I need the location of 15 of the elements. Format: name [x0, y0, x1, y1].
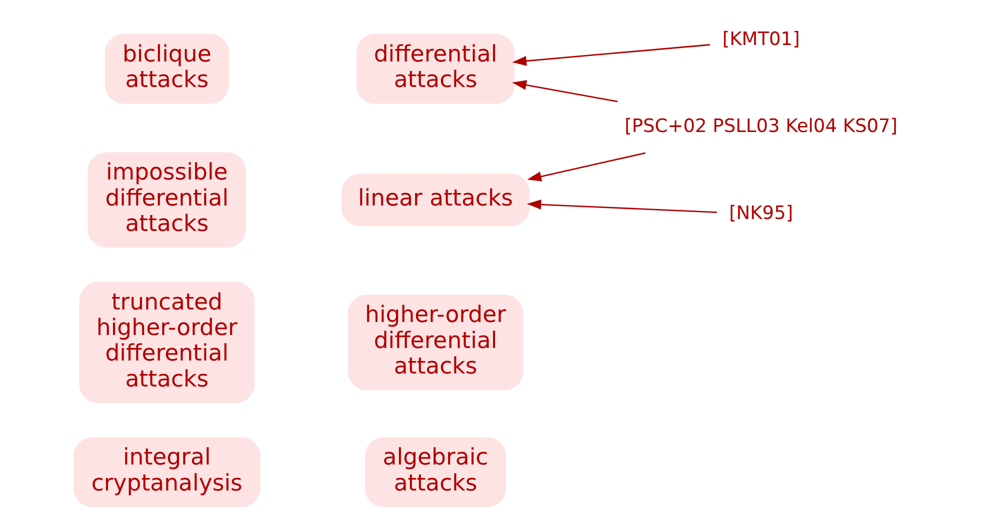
node-box: differential attacks — [356, 33, 514, 104]
node-box: linear attacks — [340, 173, 530, 226]
node-box: truncated higher-order differential attacks — [78, 281, 254, 402]
node-box: impossible differential attacks — [87, 152, 246, 248]
arrow — [512, 80, 618, 102]
node-text: [NK95] — [728, 202, 793, 224]
arrow — [526, 152, 646, 181]
node-box: integral cryptanalysis — [73, 436, 260, 507]
node-box: higher-order differential attacks — [347, 294, 523, 390]
node-box: algebraic attacks — [364, 436, 506, 507]
node-text: [KMT01] — [722, 28, 800, 50]
node-box: biclique attacks — [104, 33, 228, 104]
arrow — [526, 199, 716, 212]
node-text: [PSC+02 PSLL03 Kel04 KS07] — [624, 116, 898, 137]
arrow — [512, 44, 710, 66]
